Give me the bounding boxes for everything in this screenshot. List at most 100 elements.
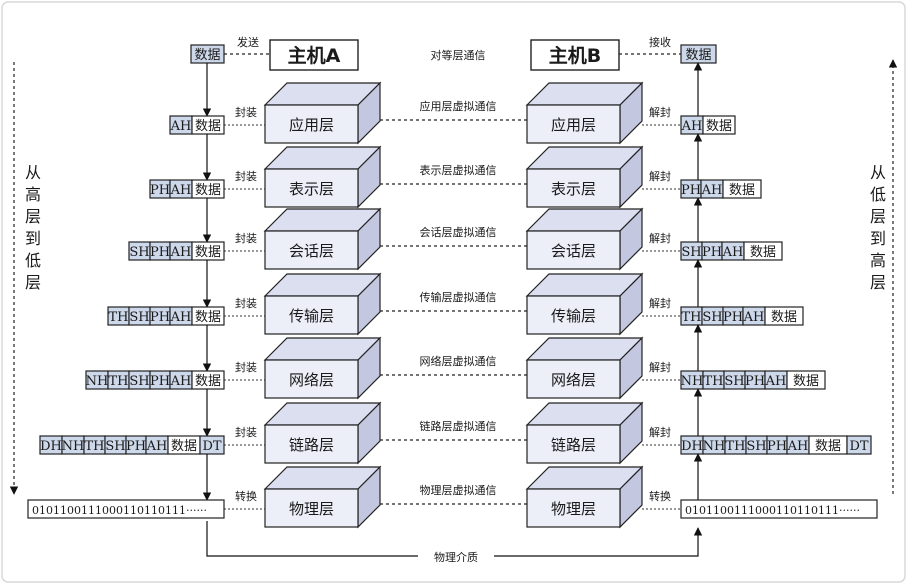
layer-4-left-cell-3: PH [149, 370, 171, 390]
layer-5-left-cell-2: TH [83, 435, 106, 455]
layer-6-left-pdu: 0101100111000110110111······ [27, 499, 225, 519]
layer-2-box-left: 会话层 [263, 207, 382, 271]
svg-text:NH: NH [62, 439, 85, 454]
svg-text:数据: 数据 [815, 439, 841, 454]
layer-5-left-cell-0: DH [39, 435, 63, 455]
layer-5-right-cell-6: 数据 [808, 435, 848, 455]
svg-text:AH: AH [170, 310, 192, 325]
layer-2-box-left-label: 会话层 [289, 242, 334, 260]
host-a-title: 主机A [269, 39, 359, 71]
svg-text:NH: NH [681, 374, 704, 389]
layer-6-left-cell-0: 0101100111000110110111······ [27, 499, 225, 519]
layer-5-left-action: 封装 [235, 425, 257, 439]
svg-text:AH: AH [170, 245, 192, 260]
layer-5-left-cell-5: AH [145, 435, 169, 455]
layer-2-virtual-label: 会话层虚拟通信 [420, 225, 497, 239]
layer-3-right-cell-1: SH [701, 306, 724, 326]
svg-text:SH: SH [724, 374, 744, 389]
layer-0-box-left: 应用层 [263, 81, 382, 145]
svg-text:数据: 数据 [706, 119, 732, 134]
layer-3-left-cell-1: SH [128, 306, 151, 326]
receive-label: 接收 [649, 35, 671, 49]
layer-6-box-left-label: 物理层 [289, 500, 334, 518]
right-side-indicator: 从低层到高层 [870, 59, 898, 494]
layer-2-left-cell-3: 数据 [191, 241, 225, 261]
layer-1-left-action: 封装 [235, 169, 257, 183]
layer-4-virtual-label: 网络层虚拟通信 [420, 354, 497, 368]
svg-text:PH: PH [767, 439, 787, 454]
svg-text:AH: AH [701, 183, 723, 198]
layer-5-box-left: 链路层 [263, 401, 382, 465]
svg-text:AH: AH [722, 245, 744, 260]
layer-2-left-action: 封装 [235, 231, 257, 245]
svg-text:数据: 数据 [685, 48, 711, 63]
layer-6-right-cell-0: 0101100111000110110111······ [680, 499, 878, 519]
layer-3-right-action: 解封 [649, 296, 671, 310]
svg-text:数据: 数据 [750, 245, 776, 260]
layer-4-box-left: 网络层 [263, 336, 382, 400]
layer-5-right-cell-0: DH [680, 435, 704, 455]
layer-3-right-cell-0: TH [680, 306, 703, 326]
layer-1-virtual-label: 表示层虚拟通信 [420, 163, 497, 177]
svg-text:数据: 数据 [195, 183, 221, 198]
svg-text:DH: DH [40, 439, 62, 454]
left-side-indicator: 从高层到低层 [9, 62, 41, 495]
layer-6-box-right: 物理层 [525, 465, 644, 529]
svg-text:DT: DT [849, 439, 868, 454]
layer-5-right-cell-2: TH [724, 435, 747, 455]
svg-text:TH: TH [108, 310, 128, 325]
top-data-cell-right: 数据 [680, 44, 717, 64]
send-label: 发送 [237, 35, 259, 49]
svg-text:PH: PH [723, 310, 743, 325]
layer-4-box-right-label: 网络层 [551, 371, 596, 389]
right-side-text: 从低层到高层 [870, 163, 886, 292]
layer-5-box-left-label: 链路层 [289, 436, 334, 454]
svg-text:数据: 数据 [195, 374, 221, 389]
svg-text:TH: TH [681, 310, 701, 325]
layer-5-right-cell-1: NH [702, 435, 726, 455]
layer-1-left-cell-1: AH [169, 179, 193, 199]
svg-text:TH: TH [703, 374, 723, 389]
svg-text:0101100111000110110111······: 0101100111000110110111······ [685, 504, 860, 517]
svg-text:PH: PH [150, 245, 170, 260]
layer-2-box-right-label: 会话层 [551, 242, 596, 260]
layer-5-left-cell-7: DT [199, 435, 225, 455]
svg-text:AH: AH [170, 119, 192, 134]
layer-3-box-right-label: 传输层 [551, 307, 596, 325]
svg-text:SH: SH [129, 374, 149, 389]
layer-6-right-action: 转换 [649, 489, 671, 503]
layer-0-left-cell-1: 数据 [191, 115, 225, 135]
layer-5-box-right-label: 链路层 [551, 436, 596, 454]
layer-5-left-cell-4: PH [125, 435, 147, 455]
layer-2-right-action: 解封 [649, 231, 671, 245]
layer-1-right-cell-1: AH [700, 179, 724, 199]
svg-text:PH: PH [702, 245, 722, 260]
layer-3-left-cell-2: PH [149, 306, 171, 326]
layer-4-left-action: 封装 [235, 360, 257, 374]
layer-5-right-action: 解封 [649, 425, 671, 439]
svg-text:PH: PH [126, 439, 146, 454]
layer-4-right-cell-1: TH [702, 370, 725, 390]
svg-text:PH: PH [150, 183, 170, 198]
layer-5-right-cell-7: DT [846, 435, 872, 455]
layer-6-box-left: 物理层 [263, 465, 382, 529]
layer-4-box-left-label: 网络层 [289, 371, 334, 389]
layer-6-left-action: 转换 [235, 489, 257, 503]
layer-3-right-cell-3: AH [742, 306, 766, 326]
svg-text:数据: 数据 [729, 183, 755, 198]
layer-2-left-cell-0: SH [128, 241, 151, 261]
layer-0-right-cell-1: 数据 [702, 115, 736, 135]
svg-text:数据: 数据 [195, 310, 221, 325]
layer-6-box-right-label: 物理层 [551, 500, 596, 518]
